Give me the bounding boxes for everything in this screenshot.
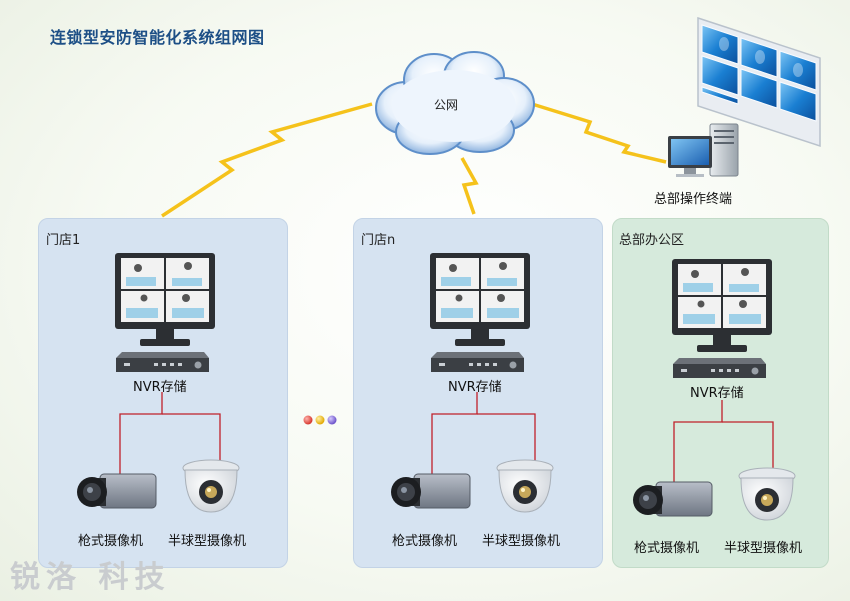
dome-camera-label: 半球型摄像机 (724, 541, 803, 556)
bullet-camera-label: 枪式摄像机 (392, 534, 458, 549)
monitor-icon (115, 253, 215, 346)
bullet-camera-icon (391, 473, 471, 509)
video-wall-icon (697, 16, 821, 148)
monitor-icon (430, 253, 530, 346)
company-logo: 锐洛 科技 (10, 560, 171, 595)
ellipsis-dot-red (303, 415, 313, 425)
panel-title-store-n: 门店n (361, 233, 396, 248)
lightning-link-hq (531, 102, 667, 164)
workstation-icon (668, 123, 739, 177)
dome-camera-icon (738, 467, 796, 521)
store-panel-1 (38, 218, 288, 568)
panel-title-store-1: 门店1 (46, 233, 81, 248)
ellipsis-dot-purple (327, 415, 337, 425)
bullet-camera-icon (77, 473, 157, 509)
public-network-label: 公网 (434, 98, 459, 112)
camera-wiring (119, 392, 774, 484)
dome-camera-icon (496, 459, 554, 513)
dome-camera-label: 半球型摄像机 (168, 534, 247, 549)
monitor-icon (672, 259, 772, 352)
lightning-link-store1 (161, 102, 373, 218)
bullet-camera-label: 枪式摄像机 (634, 541, 700, 556)
cloud-icon (375, 51, 535, 155)
bullet-camera-icon (633, 481, 713, 517)
nvr-icon (116, 352, 209, 372)
hq-terminal-label: 总部操作终端 (654, 192, 733, 207)
dome-camera-label: 半球型摄像机 (482, 534, 561, 549)
panel-title-hq: 总部办公区 (619, 233, 685, 248)
dome-camera-icon (182, 459, 240, 513)
nvr-icon (673, 358, 766, 378)
ellipsis-dot-yellow (315, 415, 325, 425)
nvr-label: NVR存储 (690, 386, 744, 401)
bullet-camera-label: 枪式摄像机 (78, 534, 144, 549)
nvr-icon (431, 352, 524, 372)
nvr-label: NVR存储 (133, 380, 187, 395)
nvr-label: NVR存储 (448, 380, 502, 395)
page-title: 连锁型安防智能化系统组网图 (50, 28, 265, 47)
lightning-link-storen (460, 157, 479, 215)
